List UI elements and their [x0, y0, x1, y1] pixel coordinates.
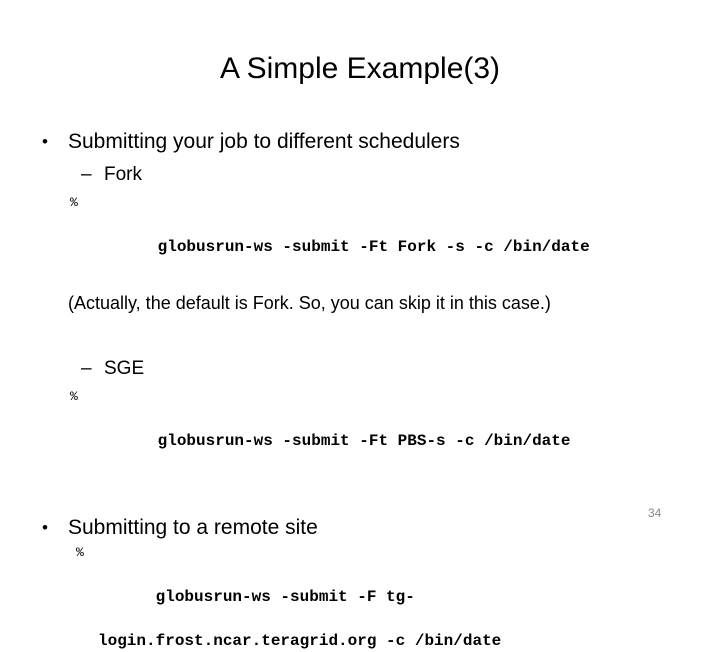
- slide: A Simple Example(3) • Submitting your jo…: [42, 52, 662, 650]
- command-fork-text: globusrun-ws -submit -Ft Fork -s -c /bin…: [157, 238, 590, 256]
- slide-body: • Submitting your job to different sched…: [0, 128, 720, 652]
- sub-bullet-sge: – SGE: [0, 356, 720, 382]
- command-remote-line1: % globusrun-ws -submit -F tg-: [0, 542, 720, 630]
- sub-bullet-fork-label: Fork: [104, 164, 142, 185]
- sub-bullet-fork: – Fork: [0, 162, 720, 188]
- sub-bullet-sge-label: SGE: [104, 358, 145, 379]
- shell-prompt-icon: %: [70, 195, 78, 210]
- spacer: [0, 316, 720, 356]
- bullet-schedulers: • Submitting your job to different sched…: [0, 128, 720, 156]
- spacer: [0, 474, 720, 514]
- command-remote-line2: login.frost.ncar.teragrid.org -c /bin/da…: [98, 632, 502, 650]
- spacer: [0, 280, 720, 290]
- bullet-remote-site-label: Submitting to a remote site: [68, 516, 318, 539]
- page-number: 34: [648, 506, 662, 520]
- fork-default-note: (Actually, the default is Fork. So, you …: [68, 293, 551, 313]
- dash-bullet-icon: –: [81, 358, 92, 379]
- shell-prompt-icon: %: [70, 389, 78, 404]
- page-title: A Simple Example(3): [219, 52, 501, 85]
- command-remote-line1-text: globusrun-ws -submit -F tg-: [155, 588, 415, 606]
- bullet-schedulers-label: Submitting your job to different schedul…: [68, 130, 460, 153]
- dash-bullet-icon: –: [81, 164, 92, 185]
- command-sge-text: globusrun-ws -submit -Ft PBS-s -c /bin/d…: [157, 432, 571, 450]
- shell-prompt-icon: %: [76, 545, 84, 560]
- command-sge: % globusrun-ws -submit -Ft PBS-s -c /bin…: [0, 386, 720, 474]
- bullet-point-icon: •: [42, 132, 48, 151]
- bullet-remote-site: • Submitting to a remote site: [0, 514, 720, 542]
- command-fork: % globusrun-ws -submit -Ft Fork -s -c /b…: [0, 192, 720, 280]
- bullet-point-icon: •: [42, 518, 48, 537]
